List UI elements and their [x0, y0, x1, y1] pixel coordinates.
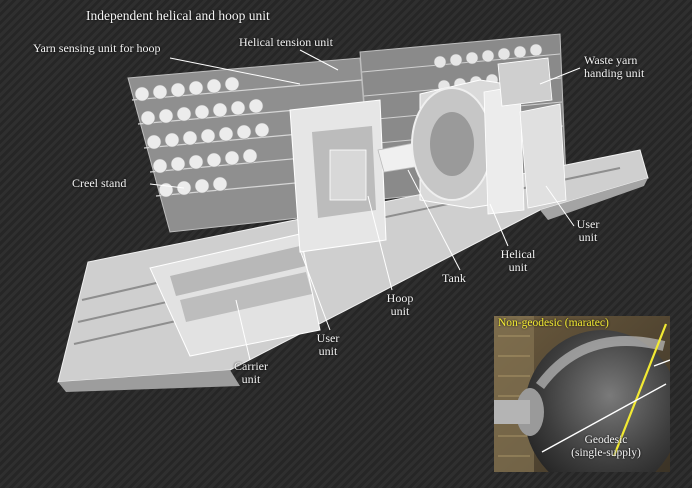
label-user-unit-bottom-line1: User: [316, 331, 340, 345]
label-helical-unit-line1: Helical: [500, 247, 536, 261]
label-user-unit-right-line1: User: [576, 217, 600, 231]
label-tank: Tank: [442, 271, 466, 285]
label-hoop-unit-line1: Hoop: [386, 291, 414, 305]
helical-unit-shape: [411, 79, 525, 215]
label-helical-unit-line2: unit: [508, 260, 528, 274]
inset-photo-drawing: [494, 316, 670, 472]
diagram-title: Independent helical and hoop unit: [86, 8, 270, 23]
hoop-unit-shape: [289, 99, 387, 253]
label-hoop-unit-line2: unit: [390, 304, 410, 318]
label-geodesic-line1: Geodesic: [584, 434, 628, 446]
leader-lines: [149, 49, 581, 361]
label-waste-yarn-line1: Waste yarn: [584, 53, 638, 67]
label-user-unit-bottom-line2: unit: [318, 344, 338, 358]
label-waste-yarn-line2: handing unit: [584, 66, 645, 80]
winding-pattern-inset-photo: Non-geodesic (maratec) Geodesic (single-…: [494, 316, 670, 472]
label-non-geodesic: Non-geodesic (maratec): [498, 317, 609, 329]
label-creel-stand: Creel stand: [72, 176, 127, 190]
label-user-unit-right-line2: unit: [578, 230, 598, 244]
label-carrier-unit-line1: Carrier: [234, 359, 268, 373]
user-unit-right-shape: [497, 57, 567, 209]
label-geodesic-line2: (single-supply): [571, 447, 641, 459]
label-yarn-sensing-unit: Yarn sensing unit for hoop: [33, 41, 161, 55]
label-carrier-unit-line2: unit: [241, 372, 261, 386]
carrier-unit-shape: [149, 233, 321, 357]
label-helical-tension-unit: Helical tension unit: [239, 35, 333, 49]
